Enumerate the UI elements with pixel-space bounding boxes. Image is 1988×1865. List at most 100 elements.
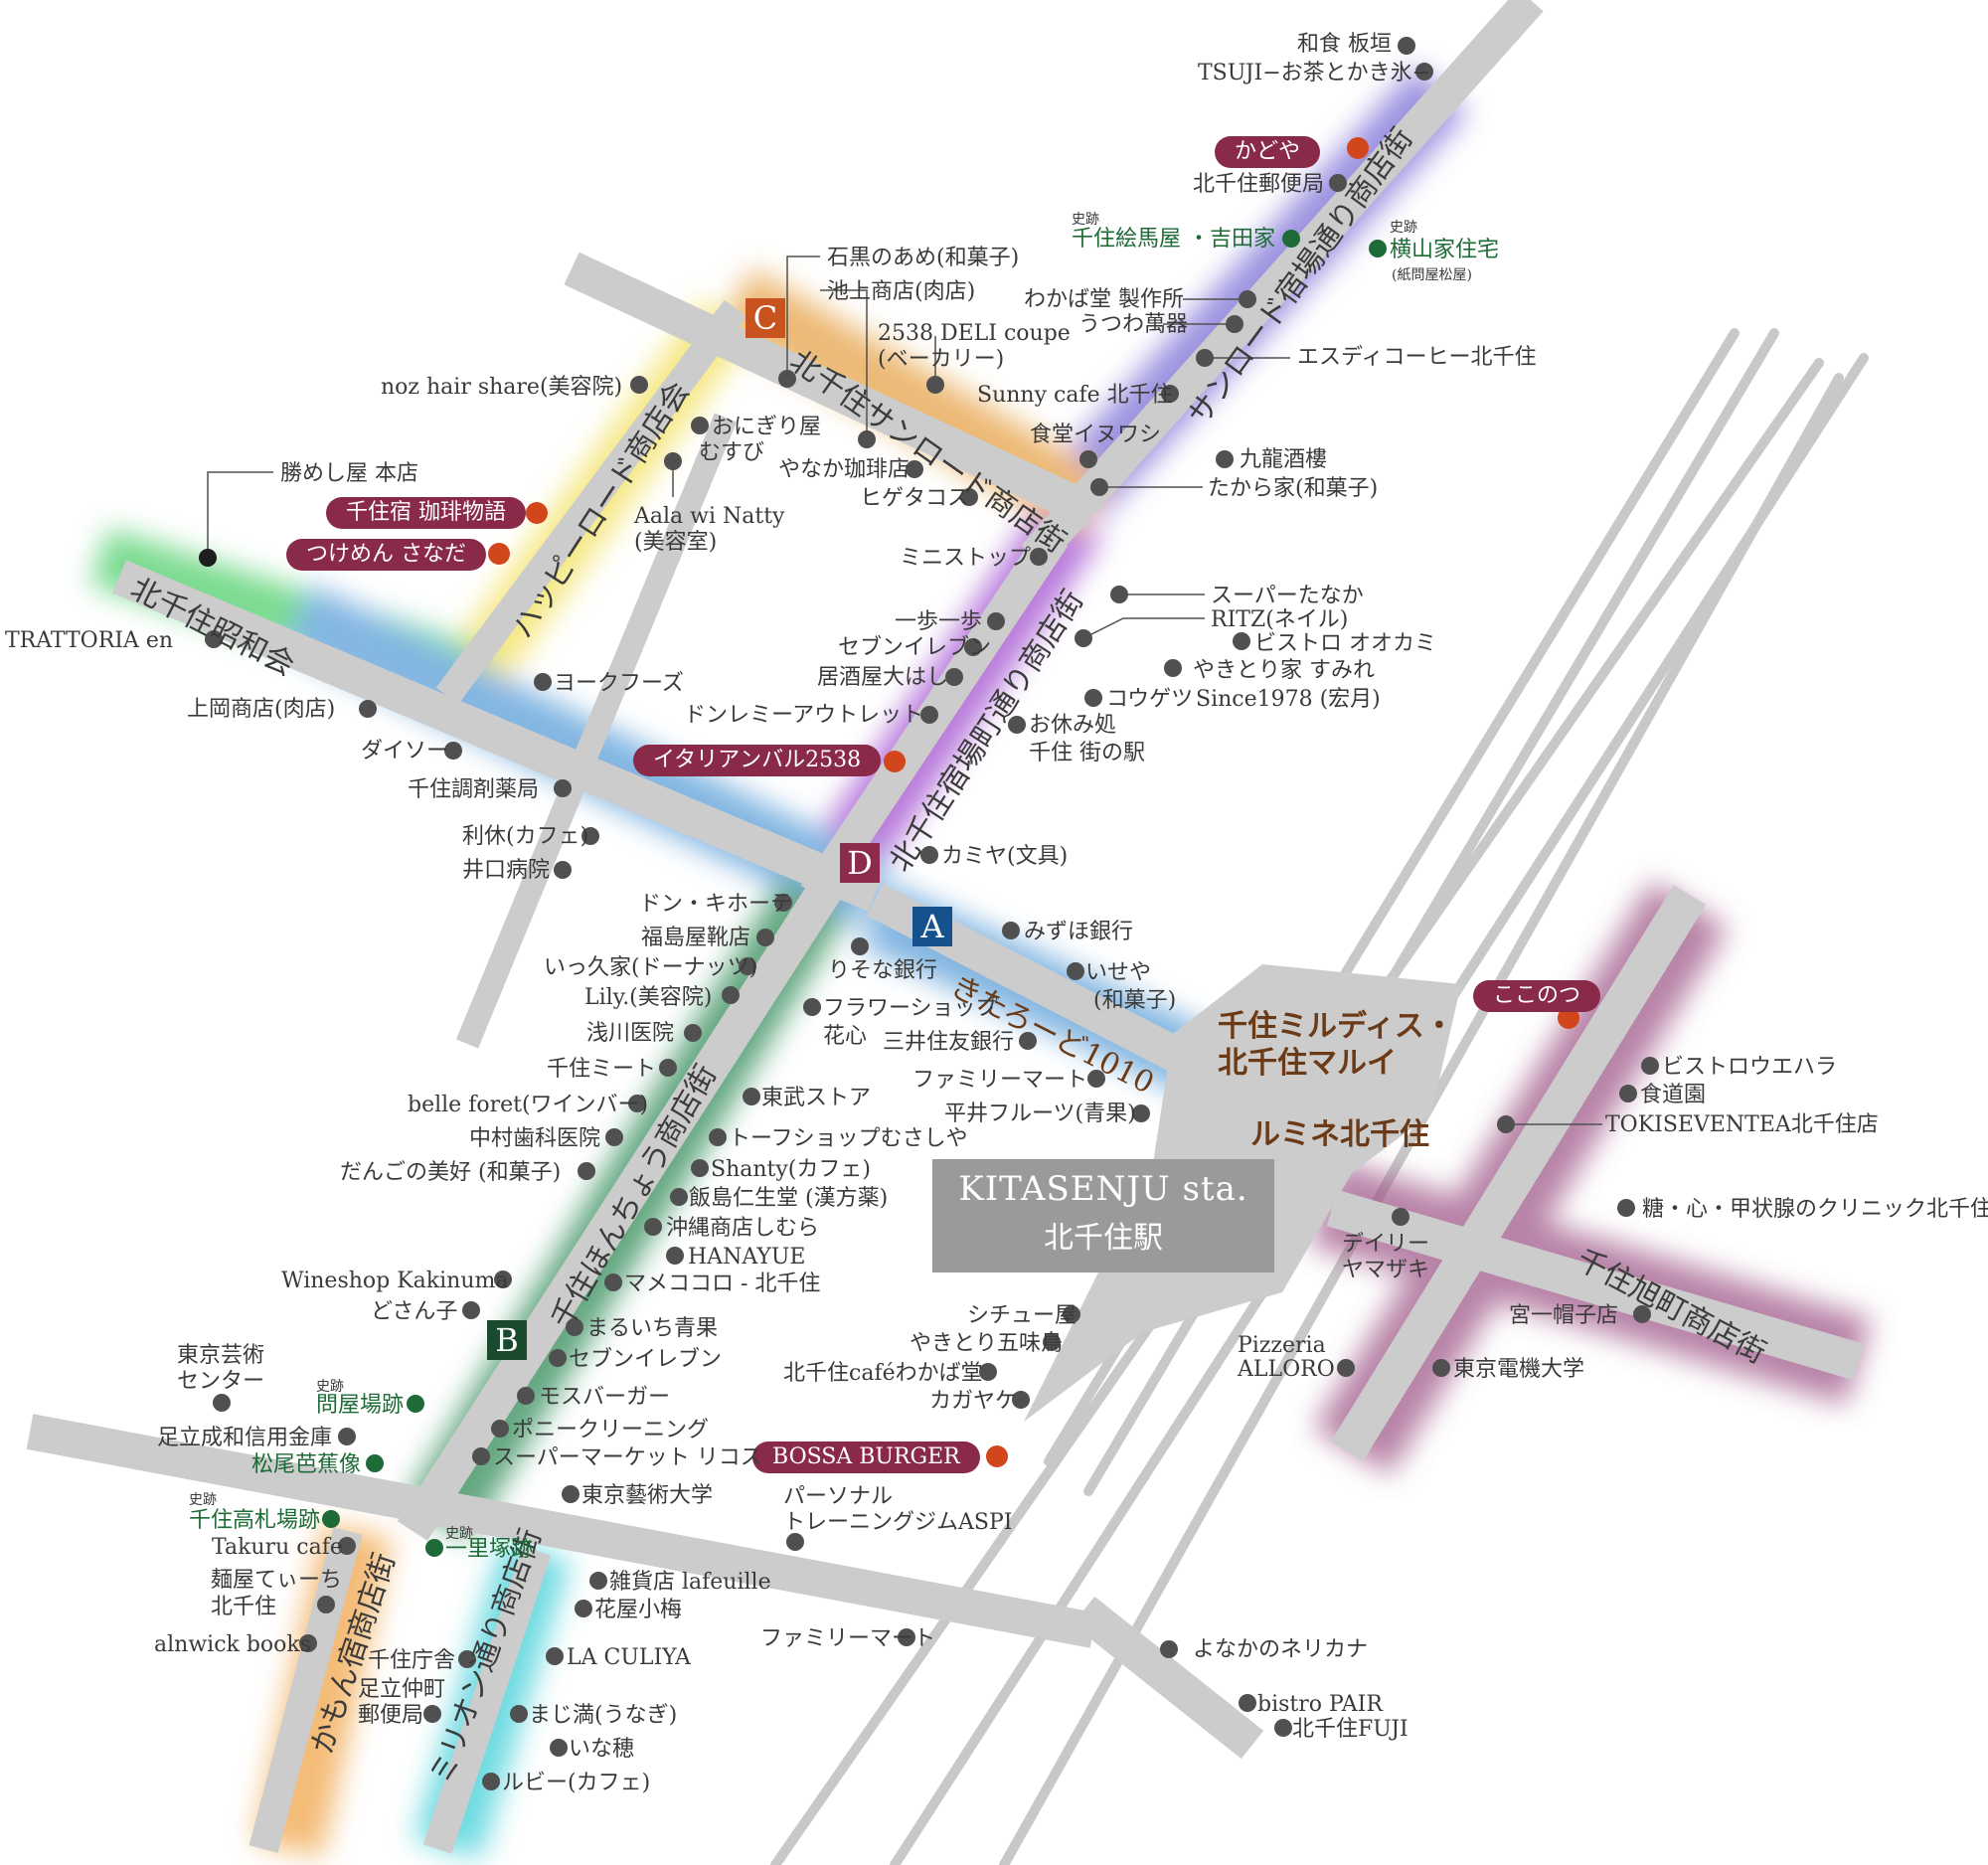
dot-aspi-marker-icon[interactable] <box>786 1533 804 1551</box>
dot-ruby-marker-icon[interactable] <box>482 1773 500 1790</box>
place-label[interactable]: いせや <box>1085 960 1152 985</box>
dot-rikyu-marker-icon[interactable] <box>581 827 599 845</box>
dot-kougetsu-marker-icon[interactable] <box>1084 689 1102 707</box>
place-label[interactable]: 北千住郵便局 <box>1193 172 1325 197</box>
dot-kuryu-marker-icon[interactable] <box>1216 450 1234 468</box>
place-label[interactable]: パーソナル <box>783 1484 894 1509</box>
dot-daily-marker-icon[interactable] <box>1392 1208 1409 1226</box>
place-label[interactable]: 2538 DELI coupe <box>878 321 1071 346</box>
dot-geidai-marker-icon[interactable] <box>562 1485 580 1503</box>
place-label[interactable]: 足立仲町 <box>358 1677 446 1702</box>
place-label-historic[interactable]: 横山家住宅 <box>1390 238 1500 262</box>
place-label[interactable]: TSUJI−お茶とかき氷− <box>1198 61 1431 85</box>
dot-family2-marker-icon[interactable] <box>898 1628 915 1646</box>
place-label[interactable]: bistro PAIR <box>1257 1692 1383 1717</box>
place-label[interactable]: noz hair share(美容院) <box>381 375 623 400</box>
place-label[interactable]: おにぎり屋 <box>712 415 822 439</box>
dot-lafeuille-marker-icon[interactable] <box>589 1572 607 1590</box>
place-label[interactable]: セブンイレブン <box>569 1347 723 1372</box>
dot-miyaichi-marker-icon[interactable] <box>1633 1305 1651 1323</box>
building-marui[interactable]: 北千住マルイ <box>1218 1046 1397 1081</box>
place-label[interactable]: TRATTORIA en <box>5 628 174 653</box>
place-label[interactable]: 東武ストア <box>761 1086 872 1110</box>
dot-nerikana-marker-icon[interactable] <box>1160 1640 1178 1658</box>
dot-culiya-marker-icon[interactable] <box>546 1647 564 1665</box>
place-label[interactable]: ヒゲタコス <box>860 486 970 511</box>
pill-kadoya[interactable]: かどや <box>1215 136 1321 168</box>
dot-lily-marker-icon[interactable] <box>722 986 740 1004</box>
dot-daiso-marker-icon[interactable] <box>444 742 462 760</box>
dot-meat-marker-icon[interactable] <box>659 1059 677 1077</box>
place-label[interactable]: 和食 板垣 <box>1297 32 1392 57</box>
dot-belle-marker-icon[interactable] <box>628 1095 646 1112</box>
place-label[interactable]: デイリー <box>1342 1232 1430 1257</box>
marker-a[interactable]: A <box>912 907 952 946</box>
place-label[interactable]: 一歩一歩 <box>895 609 983 634</box>
place-label[interactable]: ルビー(カフェ) <box>502 1771 651 1795</box>
place-label[interactable]: わかば堂 製作所 <box>1024 287 1184 312</box>
dot-fuji-marker-icon[interactable] <box>1274 1719 1292 1737</box>
dot-ohashi-marker-icon[interactable] <box>945 668 963 686</box>
dot-yokoyama-marker-icon[interactable] <box>1369 240 1387 257</box>
pill-coffee[interactable]: 千住宿 珈琲物語 <box>326 497 526 529</box>
dot-unagi-marker-icon[interactable] <box>510 1705 528 1723</box>
place-label[interactable]: 池上商店(肉店) <box>827 279 976 304</box>
dot-ton-ya-marker-icon[interactable] <box>407 1395 424 1413</box>
dot-ricos-marker-icon[interactable] <box>472 1447 490 1465</box>
place-label[interactable]: ファミリーマート <box>912 1068 1088 1093</box>
place-label[interactable]: フラワーショップ <box>823 996 998 1021</box>
place-label[interactable]: ビストロ オオカミ <box>1254 631 1436 656</box>
place-label[interactable]: どさん子 <box>371 1299 458 1324</box>
place-label-historic[interactable]: 千住高札場跡 <box>189 1508 321 1533</box>
place-label[interactable]: 井口病院 <box>462 858 551 883</box>
dot-kosatsu-marker-icon[interactable] <box>322 1510 340 1528</box>
dot-marui-seika-marker-icon[interactable] <box>566 1318 583 1336</box>
dot-post-kita-marker-icon[interactable] <box>1329 174 1347 192</box>
dot-noz-marker-icon[interactable] <box>630 376 648 394</box>
place-label[interactable]: 勝めし屋 本店 <box>280 461 418 486</box>
dot-itagaki-marker-icon[interactable] <box>1398 37 1415 55</box>
place-label[interactable]: うつわ萬器 <box>1078 312 1189 337</box>
dot-ema-marker-icon[interactable] <box>1282 230 1300 248</box>
dot-ishiguro-marker-icon[interactable] <box>778 370 796 388</box>
place-label[interactable]: 北千住caféわかば堂 <box>783 1361 983 1386</box>
place-label[interactable]: 中村歯科医院 <box>469 1126 601 1151</box>
dot-takara-marker-icon[interactable] <box>1090 478 1108 496</box>
dot-esd-marker-icon[interactable] <box>1196 349 1214 367</box>
place-label[interactable]: ファミリーマート <box>760 1626 936 1651</box>
place-label[interactable]: ビストロウエハラ <box>1662 1055 1838 1080</box>
place-label[interactable]: トーフショップむさしや <box>729 1126 968 1151</box>
place-label[interactable]: 九龍酒樓 <box>1240 447 1328 472</box>
dot-adachi-shinkin-marker-icon[interactable] <box>338 1428 356 1445</box>
dot-nakamura-marker-icon[interactable] <box>605 1128 623 1146</box>
building-lumine[interactable]: ルミネ北千住 <box>1250 1117 1429 1152</box>
dot-inaho-marker-icon[interactable] <box>550 1739 568 1757</box>
dot-pizza-marker-icon[interactable] <box>1337 1359 1355 1377</box>
dot-oyasumi-marker-icon[interactable] <box>1008 716 1026 734</box>
dot-seven1-marker-icon[interactable] <box>964 638 982 656</box>
dot-ritz-marker-icon[interactable] <box>1075 629 1092 647</box>
place-label[interactable]: 東京芸術 <box>177 1343 265 1368</box>
dot-ikegami-marker-icon[interactable] <box>858 430 876 448</box>
place-label[interactable]: マメココロ - 北千住 <box>624 1272 821 1296</box>
place-label[interactable]: よなかのネリカナ <box>1193 1637 1369 1662</box>
place-label[interactable]: 麺屋てぃーち <box>211 1568 343 1593</box>
dot-trattoria-marker-icon[interactable] <box>205 630 223 648</box>
dot-chosha-marker-icon[interactable] <box>458 1650 476 1668</box>
dot-utsuwa-marker-icon[interactable] <box>1226 315 1243 333</box>
place-label[interactable]: カガヤケ <box>929 1389 1018 1414</box>
place-label[interactable]: スーパーたなか <box>1211 584 1364 608</box>
dot-bossa-marker-icon[interactable] <box>986 1445 1008 1467</box>
dot-uehara-marker-icon[interactable] <box>1641 1057 1659 1075</box>
dot-hanayue-marker-icon[interactable] <box>666 1247 684 1265</box>
place-label[interactable]: りそな銀行 <box>828 958 938 983</box>
dot-kamioka-marker-icon[interactable] <box>359 700 377 718</box>
pill-italian[interactable]: イタリアンバル2538 <box>633 745 882 776</box>
dot-menya-marker-icon[interactable] <box>317 1596 335 1613</box>
place-label[interactable]: RITZ(ネイル) <box>1211 607 1349 632</box>
place-label[interactable]: 食堂イヌワシ <box>1030 423 1162 447</box>
place-label[interactable]: 居酒屋大はし <box>817 665 949 690</box>
dot-dosanko-marker-icon[interactable] <box>462 1301 480 1319</box>
place-label-historic[interactable]: 松尾芭蕉像 <box>251 1452 362 1477</box>
dot-wakaba-marker-icon[interactable] <box>1239 290 1256 308</box>
